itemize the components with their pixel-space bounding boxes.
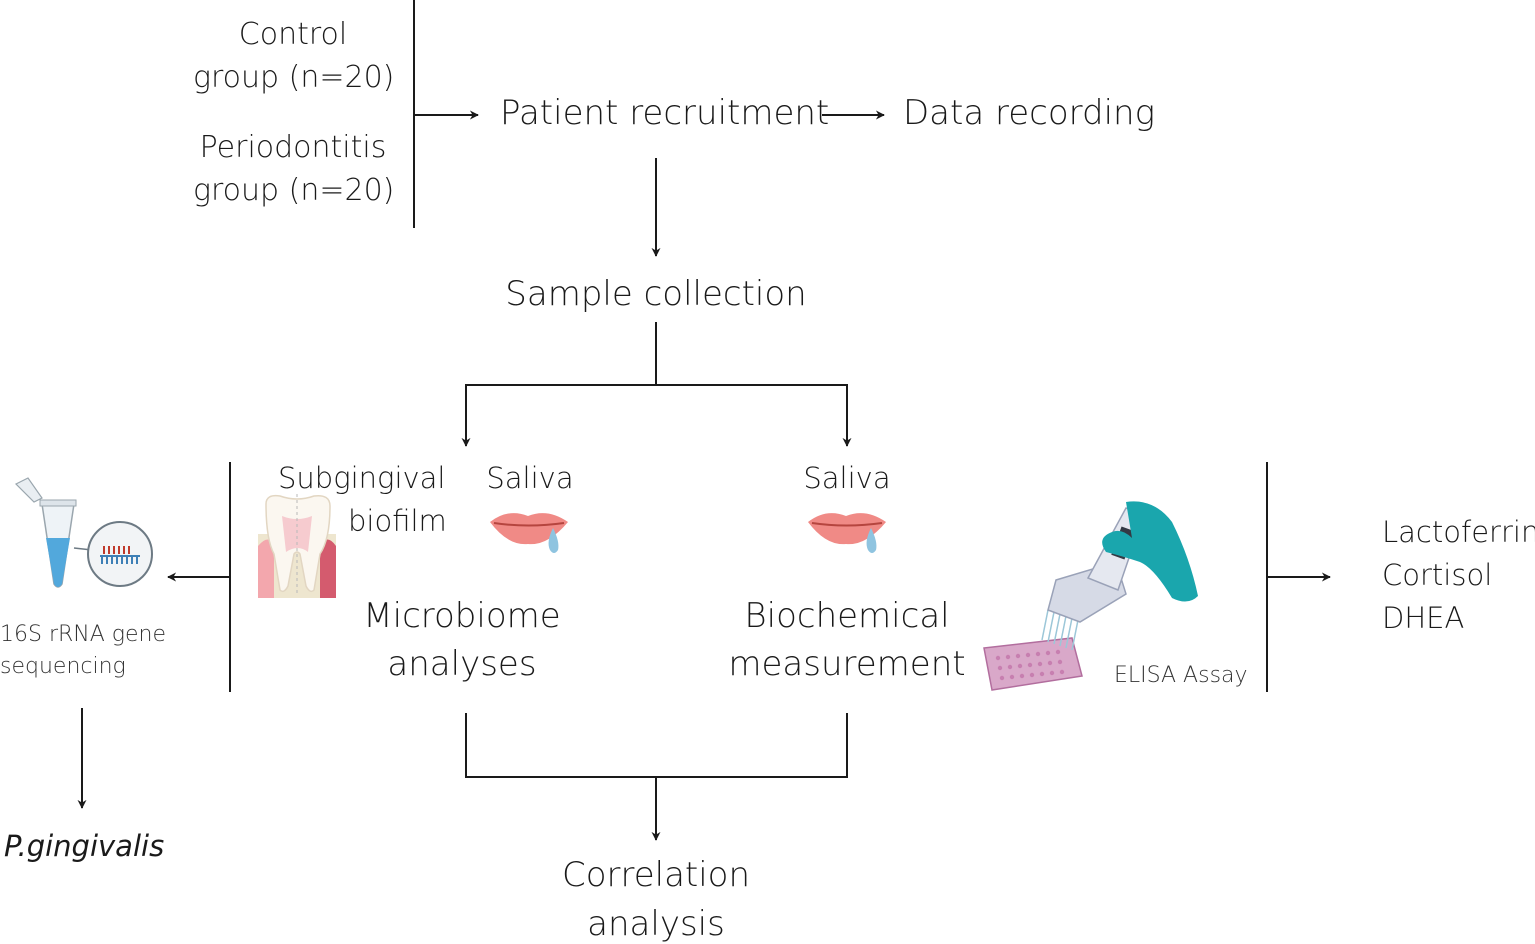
correlation-label-1: Correlation <box>561 855 751 895</box>
control-group-label-2: group (n=20) <box>193 60 395 95</box>
sequencing-tube-icon <box>14 477 153 588</box>
subgingival-label-1: Subgingival <box>278 461 446 495</box>
split-bar <box>465 384 848 445</box>
saliva-lips-icon-2 <box>808 513 886 553</box>
sample-collection-step: Sample collection <box>505 274 807 314</box>
pgingivalis-result: P.gingivalis <box>4 829 165 863</box>
biochemical-title-2: measurement <box>728 644 966 684</box>
elisa-pipette-icon <box>983 501 1198 691</box>
marker-cortisol: Cortisol <box>1382 558 1493 592</box>
sequencing-label-2: sequencing <box>0 654 126 679</box>
sequencing-label-1: 16S rRNA gene <box>0 622 166 647</box>
elisa-label: ELISA Assay <box>1114 663 1248 688</box>
subgingival-label-2: biofilm <box>348 504 447 538</box>
periodontitis-group-label-2: group (n=20) <box>193 173 395 208</box>
tooth-icon <box>258 494 336 598</box>
biochemical-saliva-label: Saliva <box>803 461 891 495</box>
data-recording-step: Data recording <box>903 93 1155 133</box>
control-group-label-1: Control <box>238 17 348 52</box>
microbiome-saliva-label: Saliva <box>486 461 574 495</box>
periodontitis-group-label-1: Periodontitis <box>199 130 387 165</box>
microbiome-title-1: Microbiome <box>363 596 561 636</box>
saliva-lips-icon <box>490 513 568 553</box>
microbiome-title-2: analyses <box>387 644 537 684</box>
correlation-label-2: analysis <box>587 904 725 944</box>
marker-lactoferrin: Lactoferrin <box>1382 515 1535 549</box>
marker-dhea: DHEA <box>1382 601 1465 635</box>
patient-recruitment-step: Patient recruitment <box>500 93 830 133</box>
merge-bar <box>465 713 848 778</box>
biochemical-title-1: Biochemical <box>744 596 950 636</box>
